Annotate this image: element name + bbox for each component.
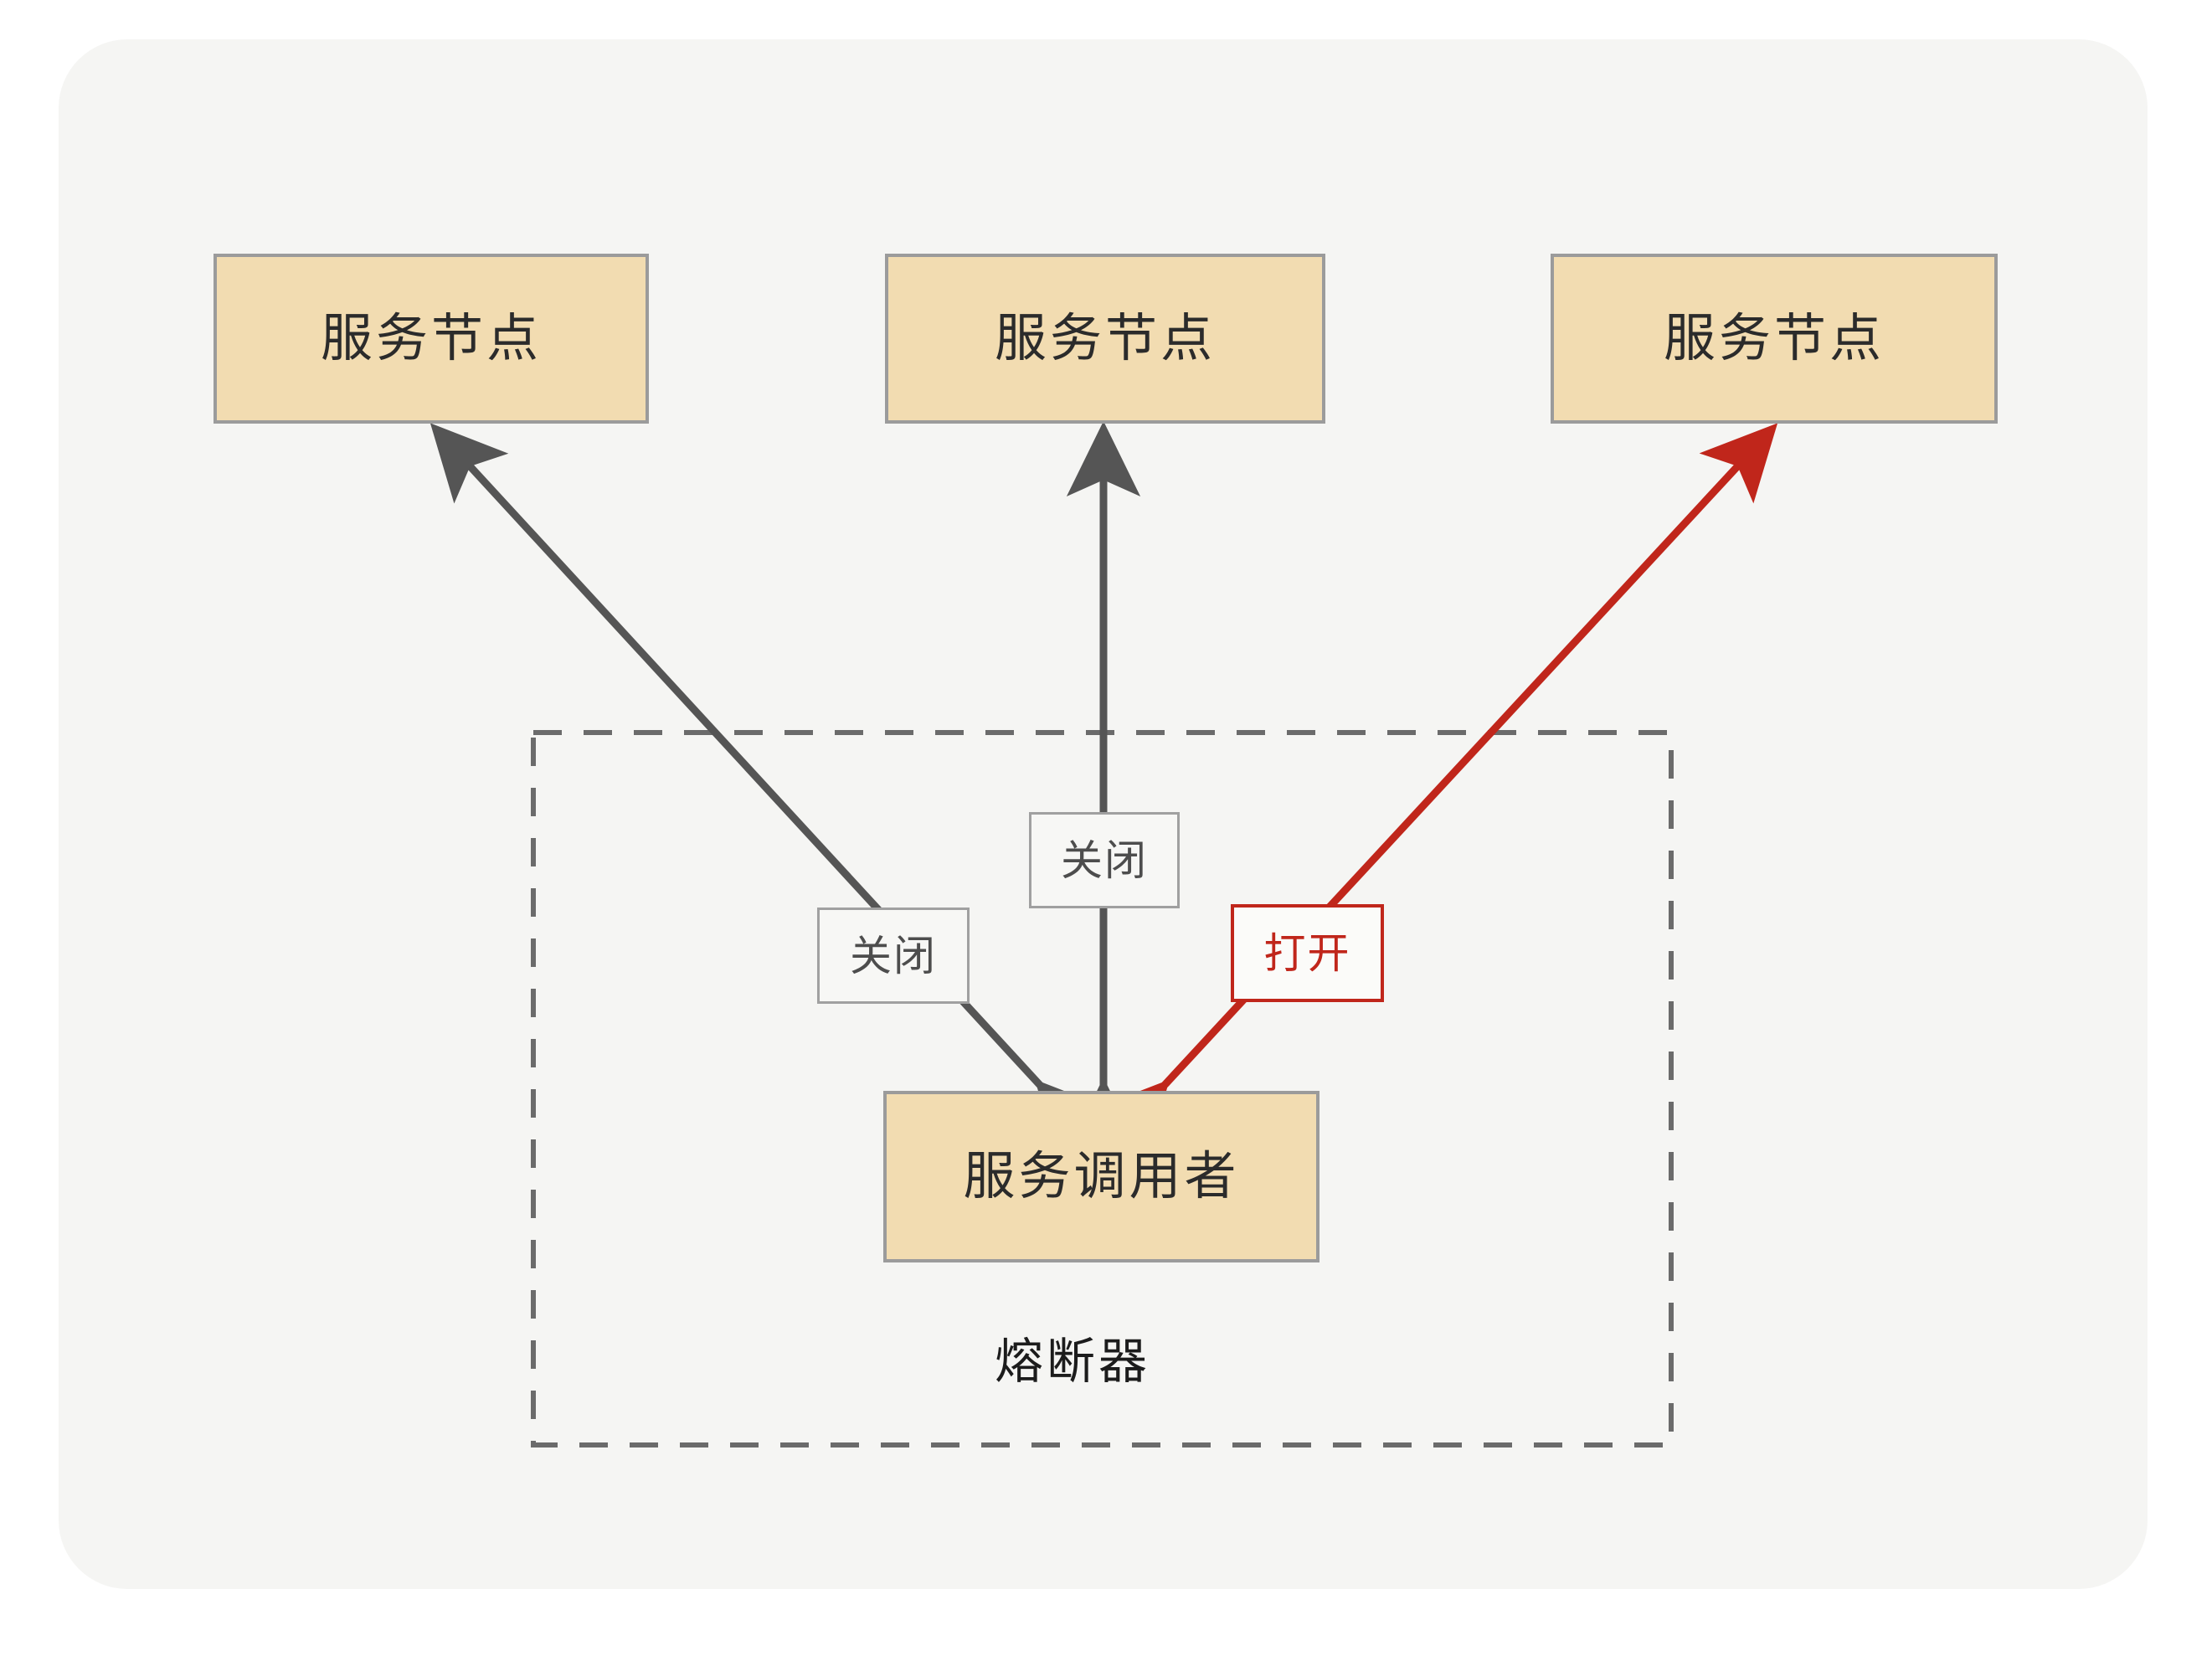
edge-state-badge-right[interactable]: 打开 [1231, 904, 1384, 1002]
edge-state-badge-right-text: 打开 [1263, 929, 1351, 977]
service-caller-node[interactable]: 服务调用者 [883, 1091, 1319, 1262]
edge-state-badge-center[interactable]: 关闭 [1029, 812, 1180, 908]
service-node-left-label: 服务节点 [320, 309, 542, 368]
edge-state-badge-center-text: 关闭 [1061, 836, 1148, 884]
edge-state-badge-left-text: 关闭 [850, 932, 937, 980]
service-caller-label: 服务调用者 [963, 1147, 1240, 1206]
service-node-right[interactable]: 服务节点 [1551, 254, 1998, 424]
service-node-left[interactable]: 服务节点 [213, 254, 649, 424]
service-node-right-label: 服务节点 [1663, 309, 1885, 368]
circuit-breaker-caption: 熔断器 [995, 1334, 1151, 1389]
service-node-center-label: 服务节点 [994, 309, 1216, 368]
edge-state-badge-left[interactable]: 关闭 [817, 908, 970, 1004]
service-node-center[interactable]: 服务节点 [885, 254, 1325, 424]
